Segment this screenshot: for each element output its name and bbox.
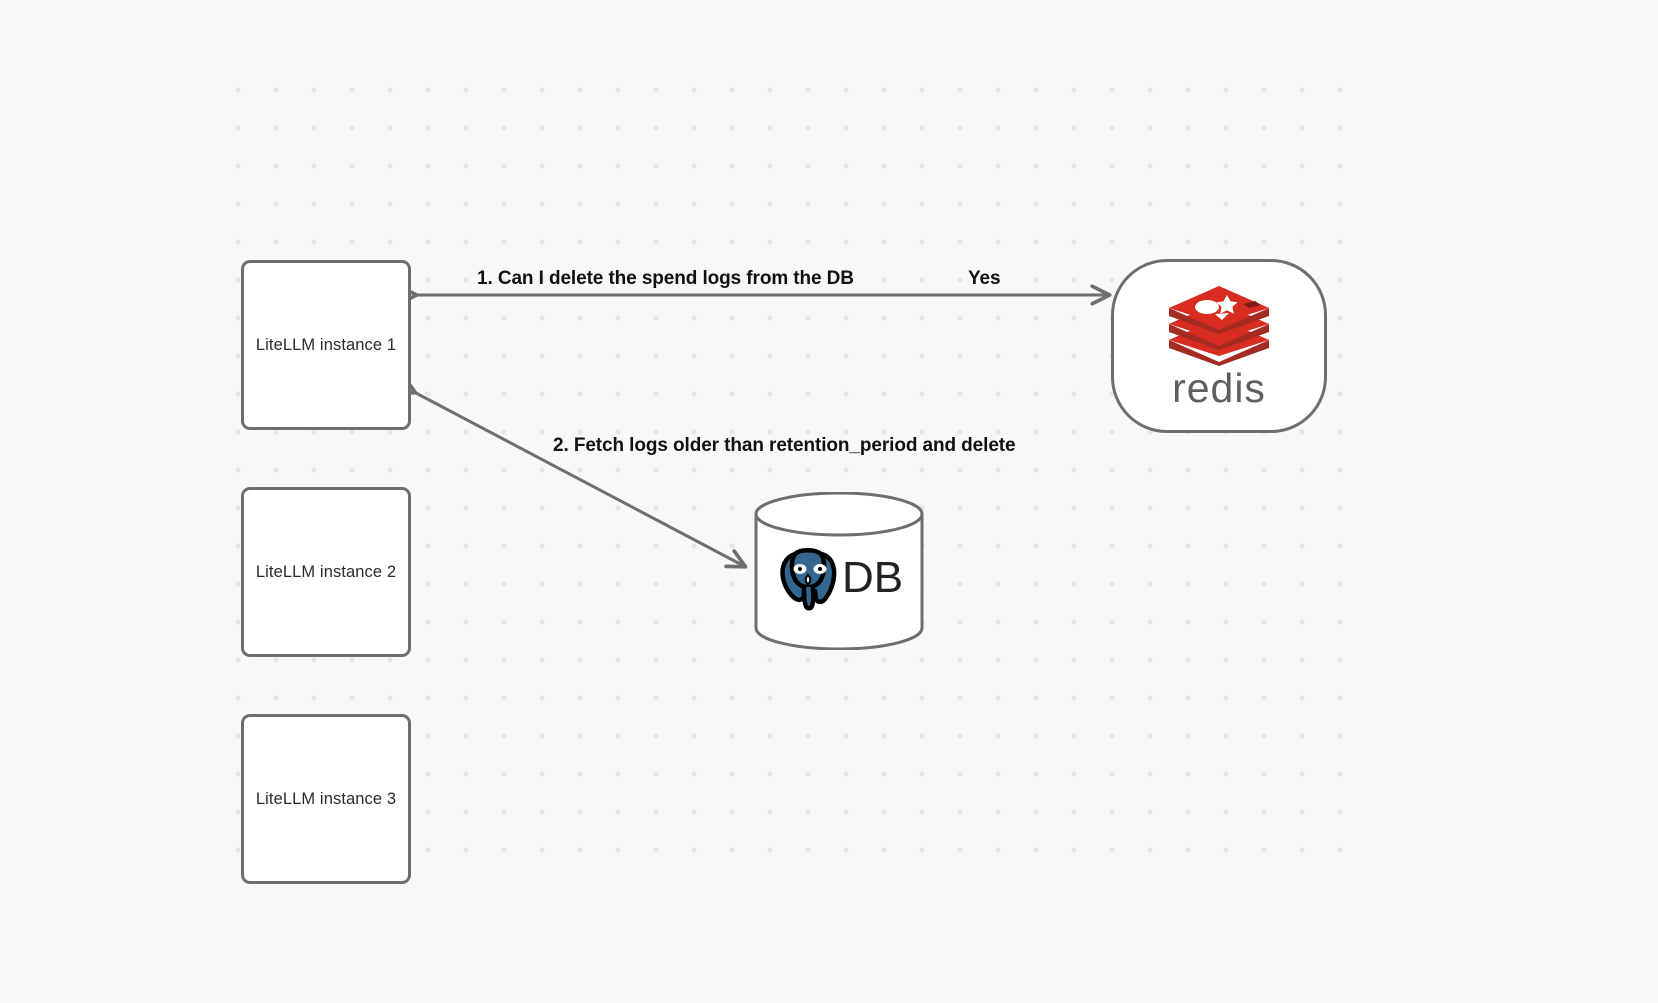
node-litellm-instance-3[interactable]: LiteLLM instance 3 [241,714,411,884]
node-litellm-instance-1-label: LiteLLM instance 1 [255,335,397,354]
redis-wordmark: redis [1172,364,1266,411]
edge-label-1: 1. Can I delete the spend logs from the … [477,268,854,289]
edge-label-2: 2. Fetch logs older than retention_perio… [553,435,1016,456]
redis-logo-icon [1169,285,1269,366]
node-litellm-instance-2-label: LiteLLM instance 2 [255,562,397,581]
node-litellm-instance-1[interactable]: LiteLLM instance 1 [241,260,411,430]
node-postgres-db[interactable]: DB [753,492,925,650]
database-cylinder-shape [754,492,924,650]
edge-label-1-reply: Yes [968,268,1001,289]
node-litellm-instance-2[interactable]: LiteLLM instance 2 [241,487,411,657]
postgresql-elephant-icon [780,548,837,611]
node-litellm-instance-3-label: LiteLLM instance 3 [255,789,397,808]
db-label: DB [841,553,904,602]
edge-litellm1-db [414,392,744,566]
node-redis[interactable]: redis [1111,259,1327,433]
